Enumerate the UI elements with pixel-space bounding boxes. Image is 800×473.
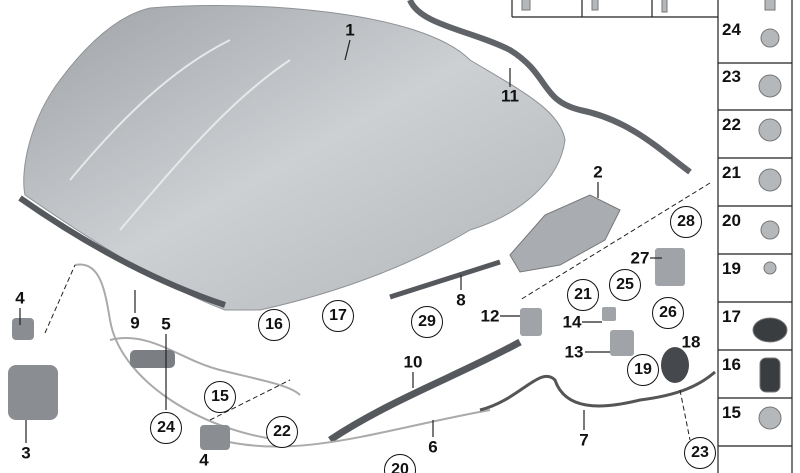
callout-7: 7 <box>579 430 589 450</box>
callout-4: 4 <box>15 288 25 308</box>
fastener-icons <box>521 0 788 430</box>
circled-callout-28: 28 <box>670 206 702 238</box>
legend-label-17: 17 <box>722 307 741 326</box>
legend-label-16: 16 <box>722 355 741 374</box>
legend-label-15: 15 <box>722 403 741 422</box>
circled-callout-16: 16 <box>258 309 290 341</box>
circled-callout-26: 26 <box>652 297 684 329</box>
circled-callout-25: 25 <box>609 269 641 301</box>
legend-grid <box>511 0 793 473</box>
latch-4b <box>200 425 230 450</box>
hood-crease <box>69 39 231 181</box>
latch-4 <box>12 318 34 340</box>
callout-1: 1 <box>345 20 355 40</box>
circled-callout-20: 20 <box>384 454 416 473</box>
callout-27: 27 <box>630 248 650 268</box>
callout-14: 14 <box>562 312 582 332</box>
legend-label-24: 24 <box>722 20 741 39</box>
seal-10 <box>328 338 522 443</box>
circled-callout-15: 15 <box>204 381 236 413</box>
legend-label-20: 20 <box>722 211 741 230</box>
part-27 <box>655 248 685 286</box>
callout-4b: 4 <box>199 450 209 470</box>
bracket-12 <box>520 308 542 336</box>
legend-label-19: 19 <box>722 259 741 278</box>
lock-3 <box>8 365 58 420</box>
cable-7 <box>479 370 716 412</box>
circled-callout-23: 23 <box>684 437 716 469</box>
callout-3: 3 <box>21 443 31 463</box>
callout-9: 9 <box>130 313 140 333</box>
callout-12: 12 <box>480 306 500 326</box>
circled-callout-19: 19 <box>627 354 659 386</box>
circled-callout-21: 21 <box>567 279 599 311</box>
part-13 <box>610 330 634 356</box>
callout-5: 5 <box>161 314 171 334</box>
callout-13: 13 <box>564 342 584 362</box>
handle-5 <box>130 350 175 368</box>
circled-callout-29: 29 <box>411 306 443 338</box>
callout-10: 10 <box>403 352 423 372</box>
circled-callout-22: 22 <box>266 416 298 448</box>
seal-9 <box>18 195 226 308</box>
seal-11 <box>407 0 692 175</box>
callout-11: 11 <box>501 86 519 106</box>
part-14 <box>602 307 616 321</box>
rod-8 <box>389 259 501 300</box>
hood-crease <box>119 59 291 231</box>
callout-18: 18 <box>681 332 701 352</box>
legend-label-23: 23 <box>722 67 741 86</box>
hood-panel <box>23 5 566 311</box>
callout-8: 8 <box>456 290 466 310</box>
legend-label-22: 22 <box>722 115 741 134</box>
grommet-18 <box>661 347 689 383</box>
circled-callout-24: 24 <box>150 412 182 444</box>
circled-callout-17: 17 <box>322 300 354 332</box>
cable-6 <box>219 409 491 448</box>
hinge-2 <box>509 194 621 273</box>
leader-lines <box>19 39 662 443</box>
leader-dashed <box>44 182 711 441</box>
legend-label-21: 21 <box>722 163 741 182</box>
callout-6: 6 <box>428 437 438 457</box>
cable-aux <box>109 337 301 396</box>
callout-2: 2 <box>593 162 603 182</box>
